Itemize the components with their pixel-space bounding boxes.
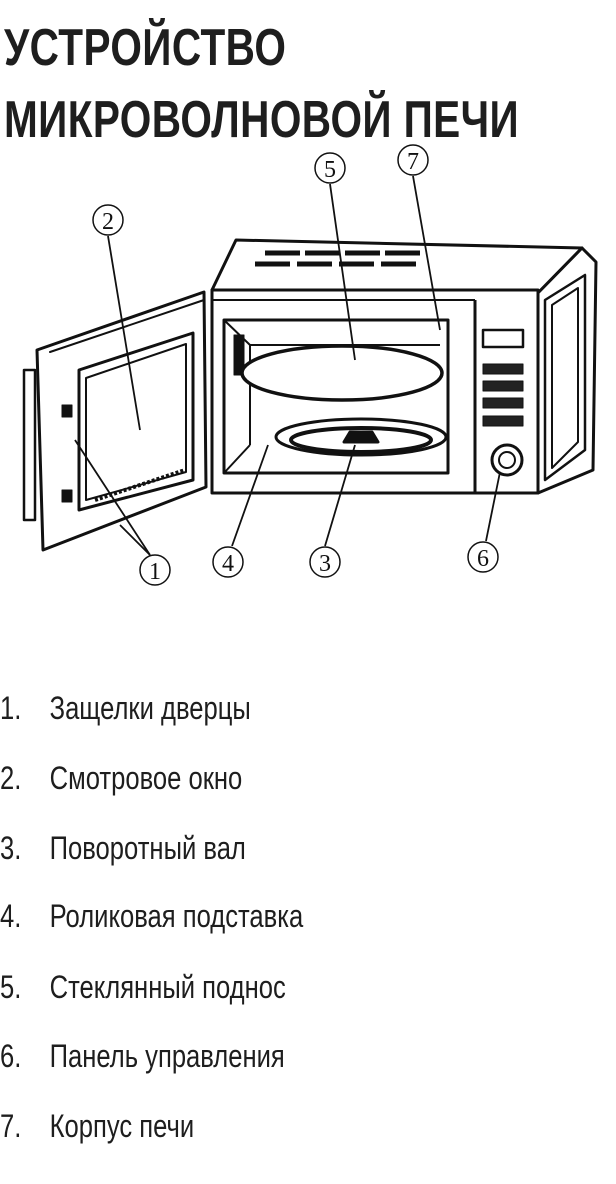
- legend-number: 5.: [0, 969, 22, 1005]
- title-line-2: МИКРОВОЛНОВОЙ ПЕЧИ: [4, 91, 520, 149]
- legend-item: 3. Поворотный вал: [0, 828, 246, 868]
- svg-text:6: 6: [477, 546, 489, 572]
- svg-text:3: 3: [319, 551, 331, 577]
- control-panel: [473, 300, 525, 493]
- legend-number: 3.: [0, 830, 22, 866]
- oven-door: [22, 290, 208, 552]
- marker-7: 7: [397, 144, 429, 176]
- microwave-diagram: 1 2 3 4 5 6 7: [22, 144, 598, 586]
- legend-number: 1.: [0, 690, 22, 726]
- marker-3: 3: [309, 546, 341, 578]
- legend-number: 7.: [0, 1108, 22, 1144]
- legend-label: Панель управления: [49, 1038, 285, 1074]
- svg-text:1: 1: [149, 559, 161, 585]
- legend-label: Стеклянный поднос: [49, 969, 286, 1005]
- legend-number: 6.: [0, 1038, 22, 1074]
- svg-text:4: 4: [222, 551, 234, 577]
- legend-number: 4.: [0, 898, 22, 934]
- legend-item: 2. Смотровое окно: [0, 758, 242, 798]
- legend-item: 6. Панель управления: [0, 1036, 285, 1076]
- legend-item: 4. Роликовая подставка: [0, 896, 303, 936]
- legend-number: 2.: [0, 760, 22, 796]
- svg-text:2: 2: [102, 209, 114, 235]
- svg-text:7: 7: [407, 149, 419, 175]
- legend-item: 7. Корпус печи: [0, 1106, 194, 1146]
- roller-ring: [274, 417, 448, 457]
- legend-label: Смотровое окно: [49, 760, 243, 796]
- legend-label: Корпус печи: [49, 1108, 195, 1144]
- legend-item: 5. Стеклянный поднос: [0, 967, 286, 1007]
- marker-2: 2: [92, 204, 124, 236]
- marker-4: 4: [212, 546, 244, 578]
- marker-5: 5: [314, 152, 346, 184]
- svg-text:5: 5: [324, 157, 336, 183]
- glass-tray: [240, 344, 444, 402]
- legend-item: 1. Защелки дверцы: [0, 688, 251, 728]
- title-line-1: УСТРОЙСТВО: [4, 19, 287, 77]
- legend-label: Защелки дверцы: [49, 690, 251, 726]
- legend-label: Поворотный вал: [49, 830, 246, 866]
- marker-6: 6: [467, 541, 499, 573]
- marker-1: 1: [139, 554, 171, 586]
- legend-label: Роликовая подставка: [49, 898, 304, 934]
